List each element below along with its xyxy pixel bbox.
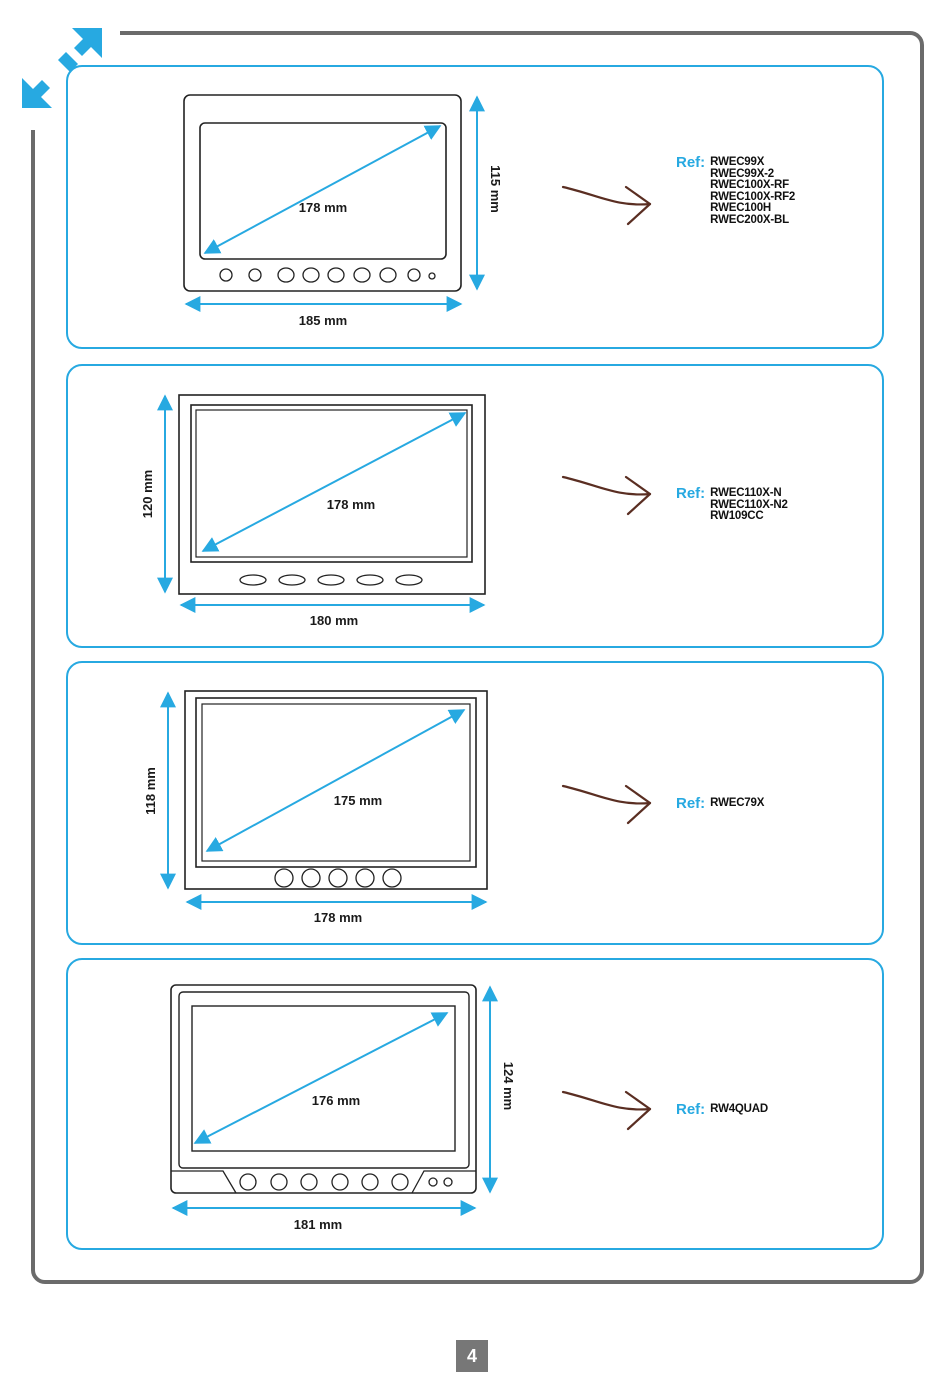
- ref-label: Ref:: [676, 155, 705, 170]
- diagonal-label: 178 mm: [299, 200, 347, 215]
- monitor-panel-2: 178 mm 180 mm 120 mm Ref: RWEC110X-N RWE…: [66, 364, 884, 648]
- monitor-panel-4: 176 mm 181 mm 124 mm Ref: RW4QUAD: [66, 958, 884, 1250]
- ref-code: RW4QUAD: [710, 1104, 768, 1116]
- ref-list: RWEC110X-N RWEC110X-N2 RW109CC: [710, 486, 787, 523]
- monitor-panel-1: 178 mm 185 mm 115 mm Ref: RWEC99X RWEC99…: [66, 65, 884, 349]
- height-label: 120 mm: [140, 470, 155, 518]
- diagonal-label: 176 mm: [312, 1093, 360, 1108]
- width-label: 178 mm: [314, 910, 362, 925]
- height-label: 124 mm: [501, 1062, 516, 1110]
- ref-list: RWEC99X RWEC99X-2 RWEC100X-RF RWEC100X-R…: [710, 155, 795, 227]
- ref-label: Ref:: [676, 1102, 705, 1117]
- height-label: 115 mm: [488, 165, 503, 213]
- monitor-screen: [202, 704, 470, 861]
- ref-block-3: Ref: RWEC79X: [676, 796, 764, 812]
- width-label: 180 mm: [310, 613, 358, 628]
- ref-code: RWEC200X-BL: [710, 215, 795, 227]
- ref-code: RW109CC: [710, 511, 787, 523]
- ref-list: RWEC79X: [710, 796, 764, 810]
- ref-code: RWEC110X-N: [710, 488, 787, 500]
- ref-code: RWEC79X: [710, 798, 764, 810]
- monitor-screen: [192, 1006, 455, 1151]
- diagonal-label: 175 mm: [334, 793, 382, 808]
- diagonal-label: 178 mm: [327, 497, 375, 512]
- width-label: 181 mm: [294, 1217, 342, 1232]
- monitor-panel-3: 175 mm 178 mm 118 mm Ref: RWEC79X: [66, 661, 884, 945]
- ref-block-2: Ref: RWEC110X-N RWEC110X-N2 RW109CC: [676, 486, 788, 523]
- ref-block-4: Ref: RW4QUAD: [676, 1102, 768, 1118]
- ref-code: RWEC99X: [710, 157, 795, 169]
- width-label: 185 mm: [299, 313, 347, 328]
- ref-label: Ref:: [676, 486, 705, 501]
- page-number: 4: [456, 1340, 488, 1372]
- ref-block-1: Ref: RWEC99X RWEC99X-2 RWEC100X-RF RWEC1…: [676, 155, 795, 227]
- ref-list: RW4QUAD: [710, 1102, 768, 1116]
- ref-label: Ref:: [676, 796, 705, 811]
- height-label: 118 mm: [143, 767, 158, 815]
